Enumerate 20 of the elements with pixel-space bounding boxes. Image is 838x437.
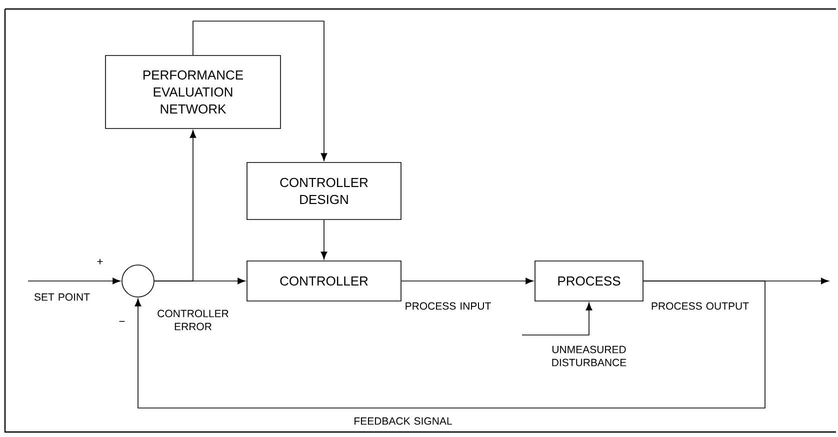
edge-label: UNMEASURED DISTURBANCE (552, 346, 626, 366)
arrow (192, 20, 328, 161)
process-box: CONTROLLER DESIGN (246, 162, 402, 220)
summing-junction (122, 264, 154, 298)
process-box: CONTROLLER (246, 260, 402, 302)
sign-label: − (119, 320, 125, 322)
edge-label: FEEDBACK SIGNAL (354, 417, 452, 425)
arrow (522, 302, 592, 336)
edge-label: PROCESS INPUT (406, 302, 491, 310)
sign-label: + (97, 258, 103, 264)
process-box: PROCESS (534, 260, 644, 302)
process-box: PERFORMANCE EVALUATION NETWORK (105, 55, 281, 129)
arrow (134, 280, 766, 408)
arrow (28, 278, 120, 284)
arrow (154, 130, 196, 282)
arrow (320, 220, 328, 260)
edge-label: SET POINT (34, 293, 90, 301)
arrow (401, 278, 534, 284)
edge-label: CONTROLLER ERROR (158, 310, 228, 330)
edge-label: PROCESS OUTPUT (652, 302, 749, 310)
